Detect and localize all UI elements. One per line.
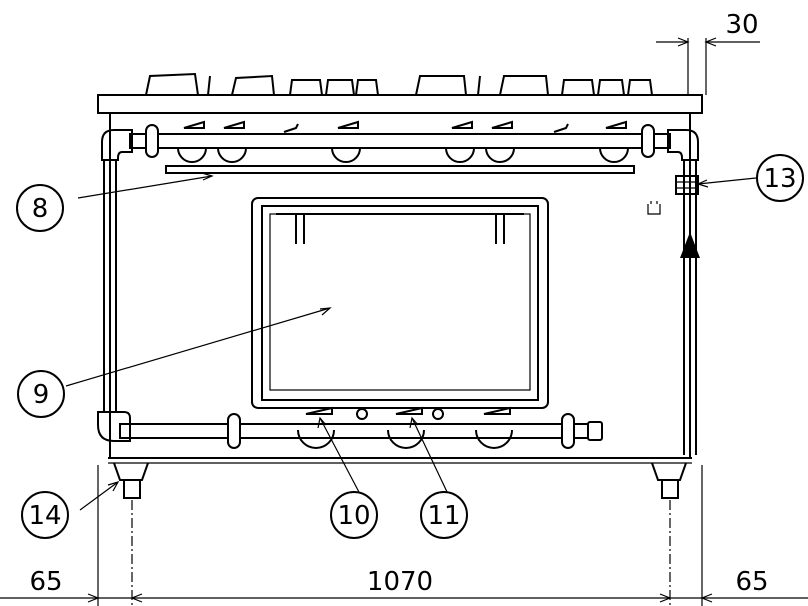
callout-9-label: 9 [33, 380, 50, 410]
cooker-body [108, 113, 692, 464]
dimension-bottom-center: 1070 [367, 567, 433, 597]
callout-10-label: 10 [337, 501, 370, 531]
dimension-bottom-right: 65 [735, 567, 768, 597]
callout-13-label: 13 [763, 164, 796, 194]
gas-inlet-fitting [675, 175, 700, 258]
dimension-bottom-left: 65 [29, 567, 62, 597]
adjustable-feet [113, 462, 687, 499]
lower-control-knobs [297, 406, 513, 449]
part-8-grill-strip [165, 165, 635, 174]
indicator-light-icon [647, 201, 661, 215]
oven-door [251, 197, 549, 409]
callout-13: 13 [756, 154, 804, 202]
callout-10: 10 [330, 491, 378, 539]
callout-11: 11 [420, 491, 468, 539]
cooktop-slab [97, 94, 703, 114]
callout-14: 14 [21, 491, 69, 539]
callout-14-label: 14 [28, 501, 61, 531]
burner-grates [145, 72, 653, 96]
dimension-lines [0, 37, 808, 606]
callout-leaders [65, 172, 757, 511]
callout-8-label: 8 [32, 194, 49, 224]
callout-9: 9 [17, 370, 65, 418]
callout-11-label: 11 [427, 501, 460, 531]
lower-towel-rail [97, 411, 603, 449]
callout-8: 8 [16, 184, 64, 232]
upper-control-knobs [177, 120, 629, 163]
upper-towel-rail [101, 124, 699, 455]
dimension-top-right: 30 [725, 10, 758, 40]
gas-flow-arrow-icon [680, 232, 700, 258]
